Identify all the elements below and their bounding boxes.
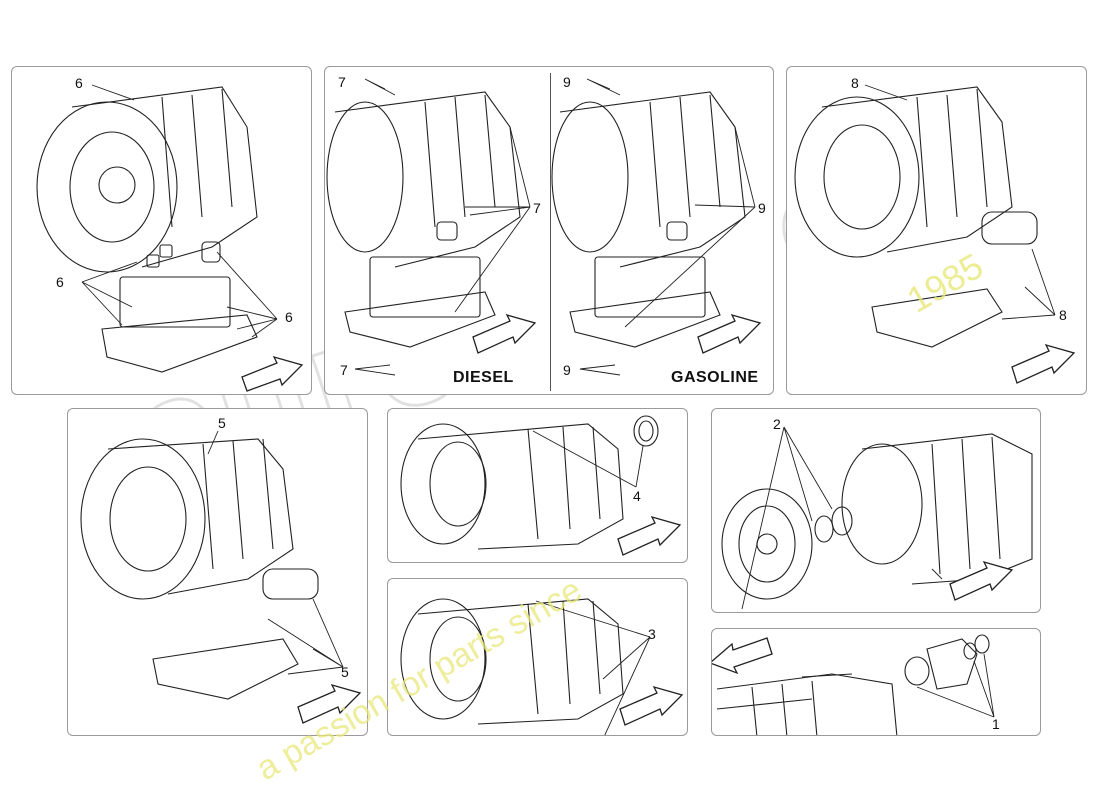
callout-8-right: 8 [1059, 307, 1067, 323]
transmission-drawing [400, 415, 682, 556]
callout-7-top: 7 [338, 74, 346, 90]
callout-8-top: 8 [851, 75, 859, 91]
transmission-drawings [326, 78, 762, 376]
callout-7-bottom: 7 [340, 362, 348, 378]
callout-9-right: 9 [758, 200, 766, 216]
transmission-drawing [80, 430, 362, 724]
panel-mounting-bolts: 3 [387, 578, 688, 736]
callout-4: 4 [633, 488, 641, 504]
callout-6-right: 6 [285, 309, 293, 325]
callout-1: 1 [992, 716, 1000, 732]
panel-front-seal: 4 [387, 408, 688, 563]
callout-5-right: 5 [341, 664, 349, 680]
callout-2: 2 [773, 416, 781, 432]
callout-6-left: 6 [56, 274, 64, 290]
panel-valve-body-kit: 6 6 6 [11, 66, 312, 395]
callout-5-top: 5 [218, 415, 226, 431]
transmission-drawing [712, 634, 995, 735]
callout-9-top: 9 [563, 74, 571, 90]
transmission-drawing [794, 84, 1076, 384]
variant-diesel-label: DIESEL [453, 369, 514, 386]
callout-9-bottom: 9 [563, 362, 571, 378]
transmission-drawing [721, 426, 1033, 610]
panel-oil-filter-kit: 5 5 [67, 408, 368, 736]
variant-gasoline-label: GASOLINE [671, 369, 759, 386]
transmission-drawing [36, 84, 304, 392]
callout-7-right: 7 [533, 200, 541, 216]
panel-rear-flange: 1 [711, 628, 1041, 736]
panel-oil-pan-kit: 8 8 [786, 66, 1087, 395]
variant-divider [550, 73, 551, 391]
callout-3: 3 [648, 626, 656, 642]
panel-diesel-gasoline: 7 7 7 DIESEL 9 9 9 GASOLINE [324, 66, 774, 395]
panel-torque-converter: 2 [711, 408, 1041, 613]
transmission-drawing [400, 598, 684, 735]
callout-6-top: 6 [75, 75, 83, 91]
